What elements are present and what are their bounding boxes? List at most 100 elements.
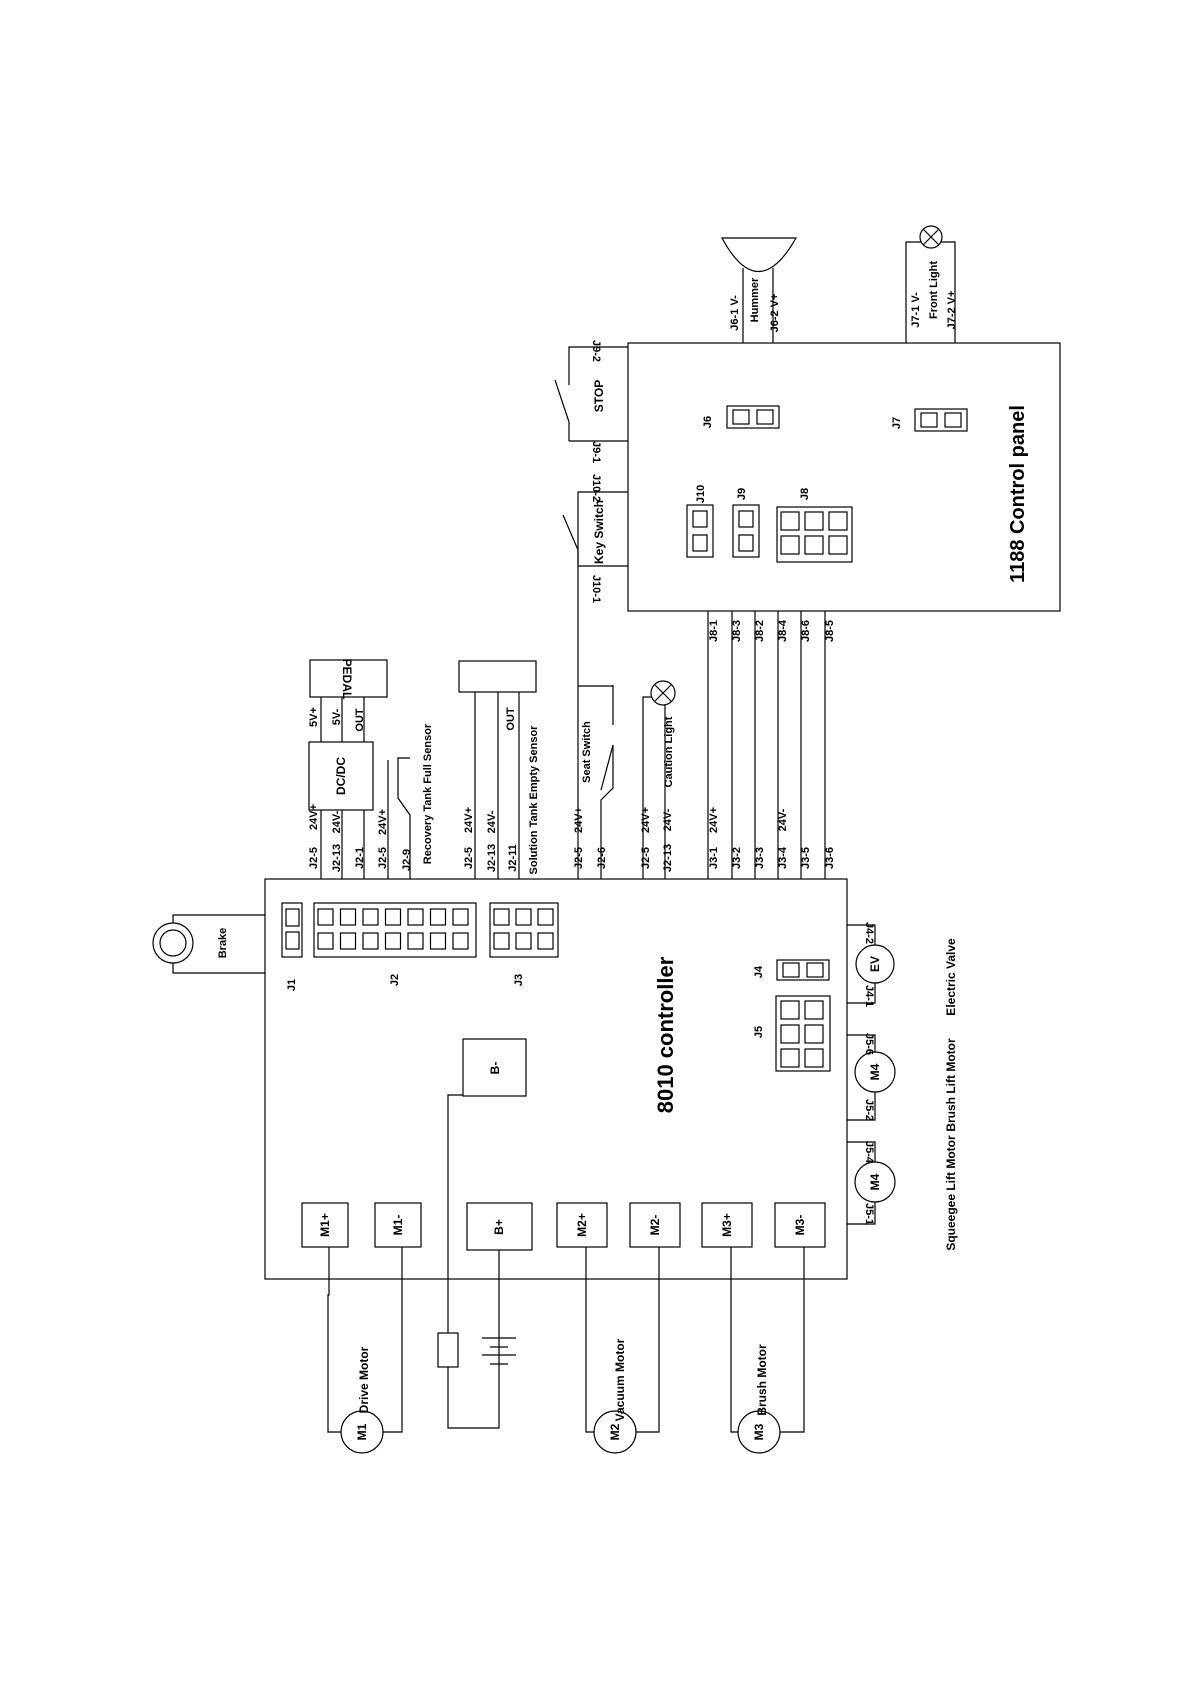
wire-label: J5-2 — [863, 1099, 875, 1121]
connector-j9-label: J9 — [736, 488, 748, 500]
connector-pin — [407, 932, 424, 950]
squeegee-lift-motor-label: Squeegee Lift Motor — [944, 1135, 958, 1251]
front-light-label: Front Light — [928, 261, 940, 319]
connector-pin — [804, 1048, 824, 1068]
connector-pin — [804, 1000, 824, 1020]
pedal: PEDAL — [309, 659, 388, 742]
terminal-m3-plus: M3+ — [701, 1202, 753, 1248]
connector-pin — [362, 932, 379, 950]
wire-label: 24V- — [486, 810, 498, 833]
wire-label: J10-1 — [590, 575, 602, 603]
connector-j10-label: J10 — [695, 485, 707, 503]
connector-j1-label: J1 — [286, 979, 298, 991]
electric-valve: EV Electric Valve — [847, 924, 958, 1016]
connector-pin — [493, 908, 510, 926]
wire-label: J2-6 — [596, 847, 608, 869]
wire-label: 24V- — [777, 808, 789, 831]
connector-pin — [828, 535, 848, 555]
connector-pin — [493, 932, 510, 950]
connector-pin — [452, 908, 469, 926]
wire-label: J2-9 — [401, 849, 413, 871]
wire-label: J3-1 — [708, 847, 720, 869]
connector-pin — [780, 1048, 800, 1068]
connector-pin — [780, 511, 800, 531]
connector-j4: J4 — [753, 959, 830, 981]
m4-squeegee-label: M4 — [868, 1173, 882, 1190]
connector-j5-label: J5 — [753, 1026, 765, 1038]
wire-label: 24V- — [662, 808, 674, 831]
connector-pin — [804, 1024, 824, 1044]
connector-j4-label: J4 — [753, 965, 765, 978]
wire-label: J9-1 — [590, 441, 602, 463]
drive-motor-label: Drive Motor — [357, 1346, 371, 1413]
connector-j3: J3 — [489, 902, 559, 986]
connector-j8-label: J8 — [799, 488, 811, 500]
wire-label: J3-5 — [800, 847, 812, 869]
fuse-icon — [437, 1332, 459, 1368]
terminal-b-minus-label: B- — [488, 1062, 502, 1075]
key-switch: Key Switch — [562, 491, 628, 567]
brake-label: Brake — [217, 928, 229, 959]
wire-label: J2-5 — [573, 847, 585, 869]
terminal-m1-plus: M1+ — [301, 1202, 349, 1248]
wire-label: J2-1 — [354, 847, 366, 869]
wire-label: J2-5 — [377, 847, 389, 869]
wire-label: J8-5 — [824, 620, 836, 642]
brake-assembly: Brake — [152, 914, 265, 974]
terminal-m1-minus: M1- — [374, 1202, 422, 1248]
wire-label: OUT — [354, 708, 366, 732]
connector-j5: J5 — [753, 995, 831, 1072]
dcdc-label: DC/DC — [334, 757, 348, 795]
wire-label: 24V+ — [463, 807, 475, 833]
connector-j2-label: J2 — [389, 974, 401, 986]
brush-lift-motor: M4 Brush Lift Motor — [847, 1034, 958, 1132]
wire-label: J5-6 — [863, 1033, 875, 1055]
wire-label: J8-3 — [731, 620, 743, 642]
connector-pin — [515, 908, 532, 926]
wire-label: J2-5 — [463, 847, 475, 869]
wire-label: 5V- — [331, 708, 343, 725]
wire-label: 24V- — [331, 810, 343, 833]
connector-pin — [317, 908, 334, 926]
connector-j3-label: J3 — [513, 974, 525, 986]
seat-switch — [600, 744, 614, 791]
terminal-b-plus-label: B+ — [492, 1219, 506, 1235]
caution-light-label: Caution Light — [663, 716, 675, 787]
solution-sensor-label: Solution Tank Empty Sensor — [528, 725, 540, 875]
dcdc-converter: DC/DC — [308, 697, 374, 811]
connector-pin — [407, 908, 424, 926]
connector-pin — [339, 908, 357, 926]
wire-label: J8-6 — [800, 620, 812, 642]
wire-label: J4-2 — [863, 922, 875, 944]
connector-j6: J6 — [702, 405, 780, 429]
hummer-icon — [720, 237, 798, 273]
seat-switch-label: Seat Switch — [581, 721, 593, 783]
connector-pin — [780, 1000, 800, 1020]
connector-pin — [804, 511, 824, 531]
connector-j10: J10 — [686, 485, 714, 558]
connector-pin — [429, 908, 447, 926]
terminal-b-minus: B- — [462, 1038, 527, 1097]
stop-switch: STOP — [554, 346, 628, 442]
terminal-m2-plus: M2+ — [556, 1202, 608, 1248]
m4-brush-label: M4 — [868, 1063, 882, 1080]
electric-valve-label: Electric Valve — [944, 938, 958, 1016]
key-switch-label: Key Switch — [592, 500, 606, 564]
wire-label: J2-13 — [331, 844, 343, 872]
connector-pin — [780, 535, 800, 555]
wire-label: 24V+ — [640, 807, 652, 833]
terminal-m3-minus-label: M3- — [793, 1215, 807, 1236]
wire-label: J9-2 — [590, 340, 602, 362]
terminal-m2-plus-label: M2+ — [575, 1213, 589, 1237]
caution-light — [642, 680, 676, 711]
pedal-label: PEDAL — [340, 659, 354, 700]
wire-label: 5V+ — [308, 707, 320, 727]
control-panel-box — [627, 342, 1061, 612]
wire-label: J3-6 — [824, 847, 836, 869]
wire-label: J10-2 — [590, 474, 602, 502]
vacuum-motor: M2 Vacuum Motor — [585, 1247, 660, 1454]
terminal-m1-plus-label: M1+ — [318, 1213, 332, 1237]
ev-label: EV — [868, 956, 882, 972]
m1-label: M1 — [355, 1423, 369, 1440]
